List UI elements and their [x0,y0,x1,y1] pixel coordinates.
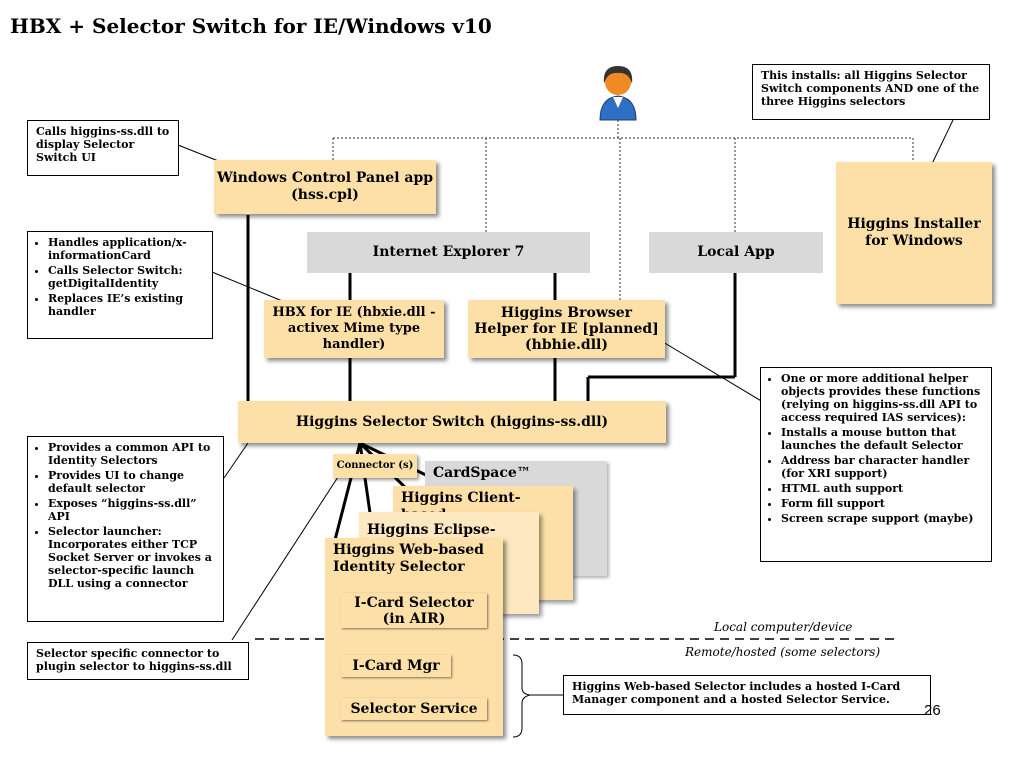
page-title: HBX + Selector Switch for IE/Windows v10 [10,14,492,38]
hbx-ie-box: HBX for IE (hbxie.dll - activex Mime typ… [264,300,444,358]
hbx-note: Handles application/x-informationCard Ca… [27,231,213,339]
installer-box: Higgins Installer for Windows [836,162,992,304]
switch-note-item: Provides UI to change default selector [48,469,215,495]
helper-note-item: Screen scrape support (maybe) [781,512,983,525]
switch-note-item: Selector launcher: Incorporates either T… [48,525,215,590]
connector-box: Connector (s) [333,454,417,478]
helper-note-item: HTML auth support [781,482,983,495]
helper-note-item: Form fill support [781,497,983,510]
ie7-box: Internet Explorer 7 [307,232,590,273]
control-panel-note: Calls higgins-ss.dll to display Selector… [27,120,179,176]
hosted-note: Higgins Web-based Selector includes a ho… [563,675,931,715]
selector-service-box: Selector Service [341,698,487,720]
local-label: Local computer/device [714,620,853,634]
switch-note-item: Provides a common API to Identity Select… [48,441,215,467]
icard-selector-box: I-Card Selector (in AIR) [341,593,487,628]
connector-note: Selector specific connector to plugin se… [27,642,249,680]
user-icon [596,62,640,122]
icard-mgr-box: I-Card Mgr [341,655,451,677]
local-app-box: Local App [649,232,823,273]
browser-helper-box: Higgins Browser Helper for IE [planned] … [468,300,665,358]
selector-switch-note: Provides a common API to Identity Select… [27,436,224,622]
hbx-note-item: Calls Selector Switch: getDigitalIdentit… [48,264,204,290]
selector-switch-box: Higgins Selector Switch (higgins-ss.dll) [238,401,666,443]
hbx-note-item: Replaces IE’s existing handler [48,292,204,318]
helper-note-item: Address bar character handler (for XRI s… [781,454,983,480]
remote-label: Remote/hosted (some selectors) [685,645,881,659]
page-number: 26 [924,702,941,719]
helper-note-item: One or more additional helper objects pr… [781,372,983,424]
helper-note: One or more additional helper objects pr… [760,367,992,562]
control-panel-box: Windows Control Panel app (hss.cpl) [214,160,436,214]
installer-note: This installs: all Higgins Selector Swit… [752,64,990,120]
helper-note-item: Installs a mouse button that launches th… [781,426,983,452]
switch-note-item: Exposes “higgins-ss.dll” API [48,497,215,523]
hbx-note-item: Handles application/x-informationCard [48,236,204,262]
